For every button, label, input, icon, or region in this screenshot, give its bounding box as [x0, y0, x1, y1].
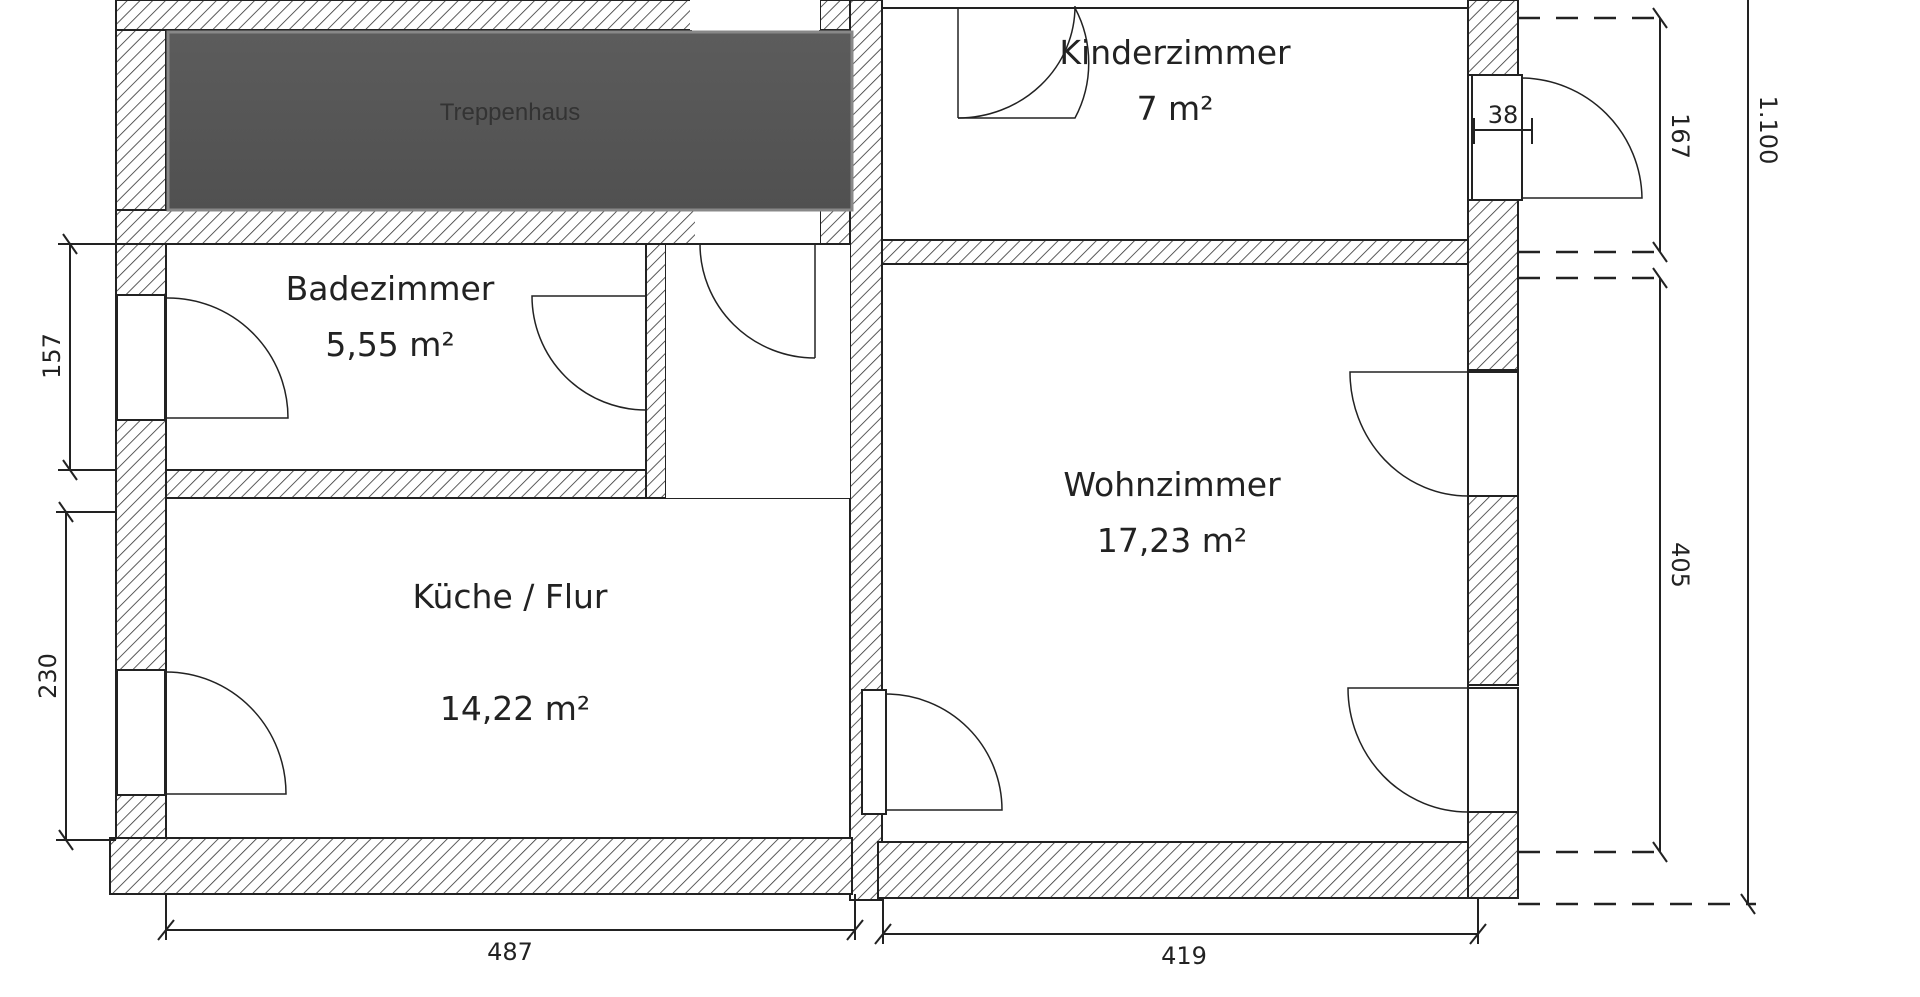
window-kueche-left [165, 671, 287, 795]
dimension-lines: 157 230 487 419 38 167 [34, 0, 1782, 970]
dim-label-wohnzimmer-height: 405 [1666, 542, 1694, 588]
window-wohnzimmer-upper [1349, 371, 1519, 497]
room-name-wohnzimmer: Wohnzimmer [1063, 465, 1281, 504]
window-kinderzimmer [1471, 74, 1643, 201]
dim-label-total-height: 1.100 [1754, 96, 1782, 165]
wall-bottom-right [877, 841, 1519, 899]
wall-below-stair [115, 209, 697, 245]
dim-label-kinderzimmer-height: 167 [1666, 113, 1694, 159]
door-kinderzimmer [957, 5, 1090, 119]
room-name-kueche: Küche / Flur [412, 577, 607, 616]
dim-label-wohnzimmer-width: 419 [1161, 942, 1207, 970]
wall-right-bottom [1467, 811, 1519, 899]
walls [109, 0, 1519, 901]
wall-bad-kueche [165, 469, 647, 499]
room-area-badezimmer: 5,55 m² [325, 325, 454, 364]
dim-label-window-width: 38 [1488, 101, 1519, 129]
wall-top-stair [115, 0, 692, 31]
door-bad [531, 295, 647, 411]
room-labels: Kinderzimmer 7 m² Badezimmer 5,55 m² Küc… [286, 33, 1291, 728]
window-bad-left [165, 297, 289, 419]
door-flur-treppe [699, 243, 816, 359]
room-outlines [165, 7, 1469, 843]
wall-bottom-left [109, 837, 853, 895]
room-name-badezimmer: Badezimmer [286, 269, 495, 308]
window-wohnzimmer-lower [1347, 687, 1519, 813]
room-area-kinderzimmer: 7 m² [1137, 89, 1214, 128]
doors [165, 5, 1643, 815]
room-area-wohnzimmer: 17,23 m² [1097, 521, 1247, 560]
wall-right-lower [1467, 494, 1519, 686]
wall-right-mid [1467, 199, 1519, 371]
dim-label-kueche-width: 487 [487, 938, 533, 966]
room-area-kueche: 14,22 m² [440, 689, 590, 728]
dim-label-bad-height: 157 [38, 333, 66, 379]
wall-kinder-wohn [881, 239, 1473, 265]
stairwell-label: Treppenhaus [440, 99, 581, 126]
room-name-kinderzimmer: Kinderzimmer [1059, 33, 1291, 72]
wall-right-upper [1467, 0, 1519, 76]
dim-label-kueche-height: 230 [34, 653, 62, 699]
door-wohnzimmer [861, 689, 1003, 815]
stairwell: Treppenhaus [166, 30, 854, 212]
stairwell-block [166, 30, 854, 212]
